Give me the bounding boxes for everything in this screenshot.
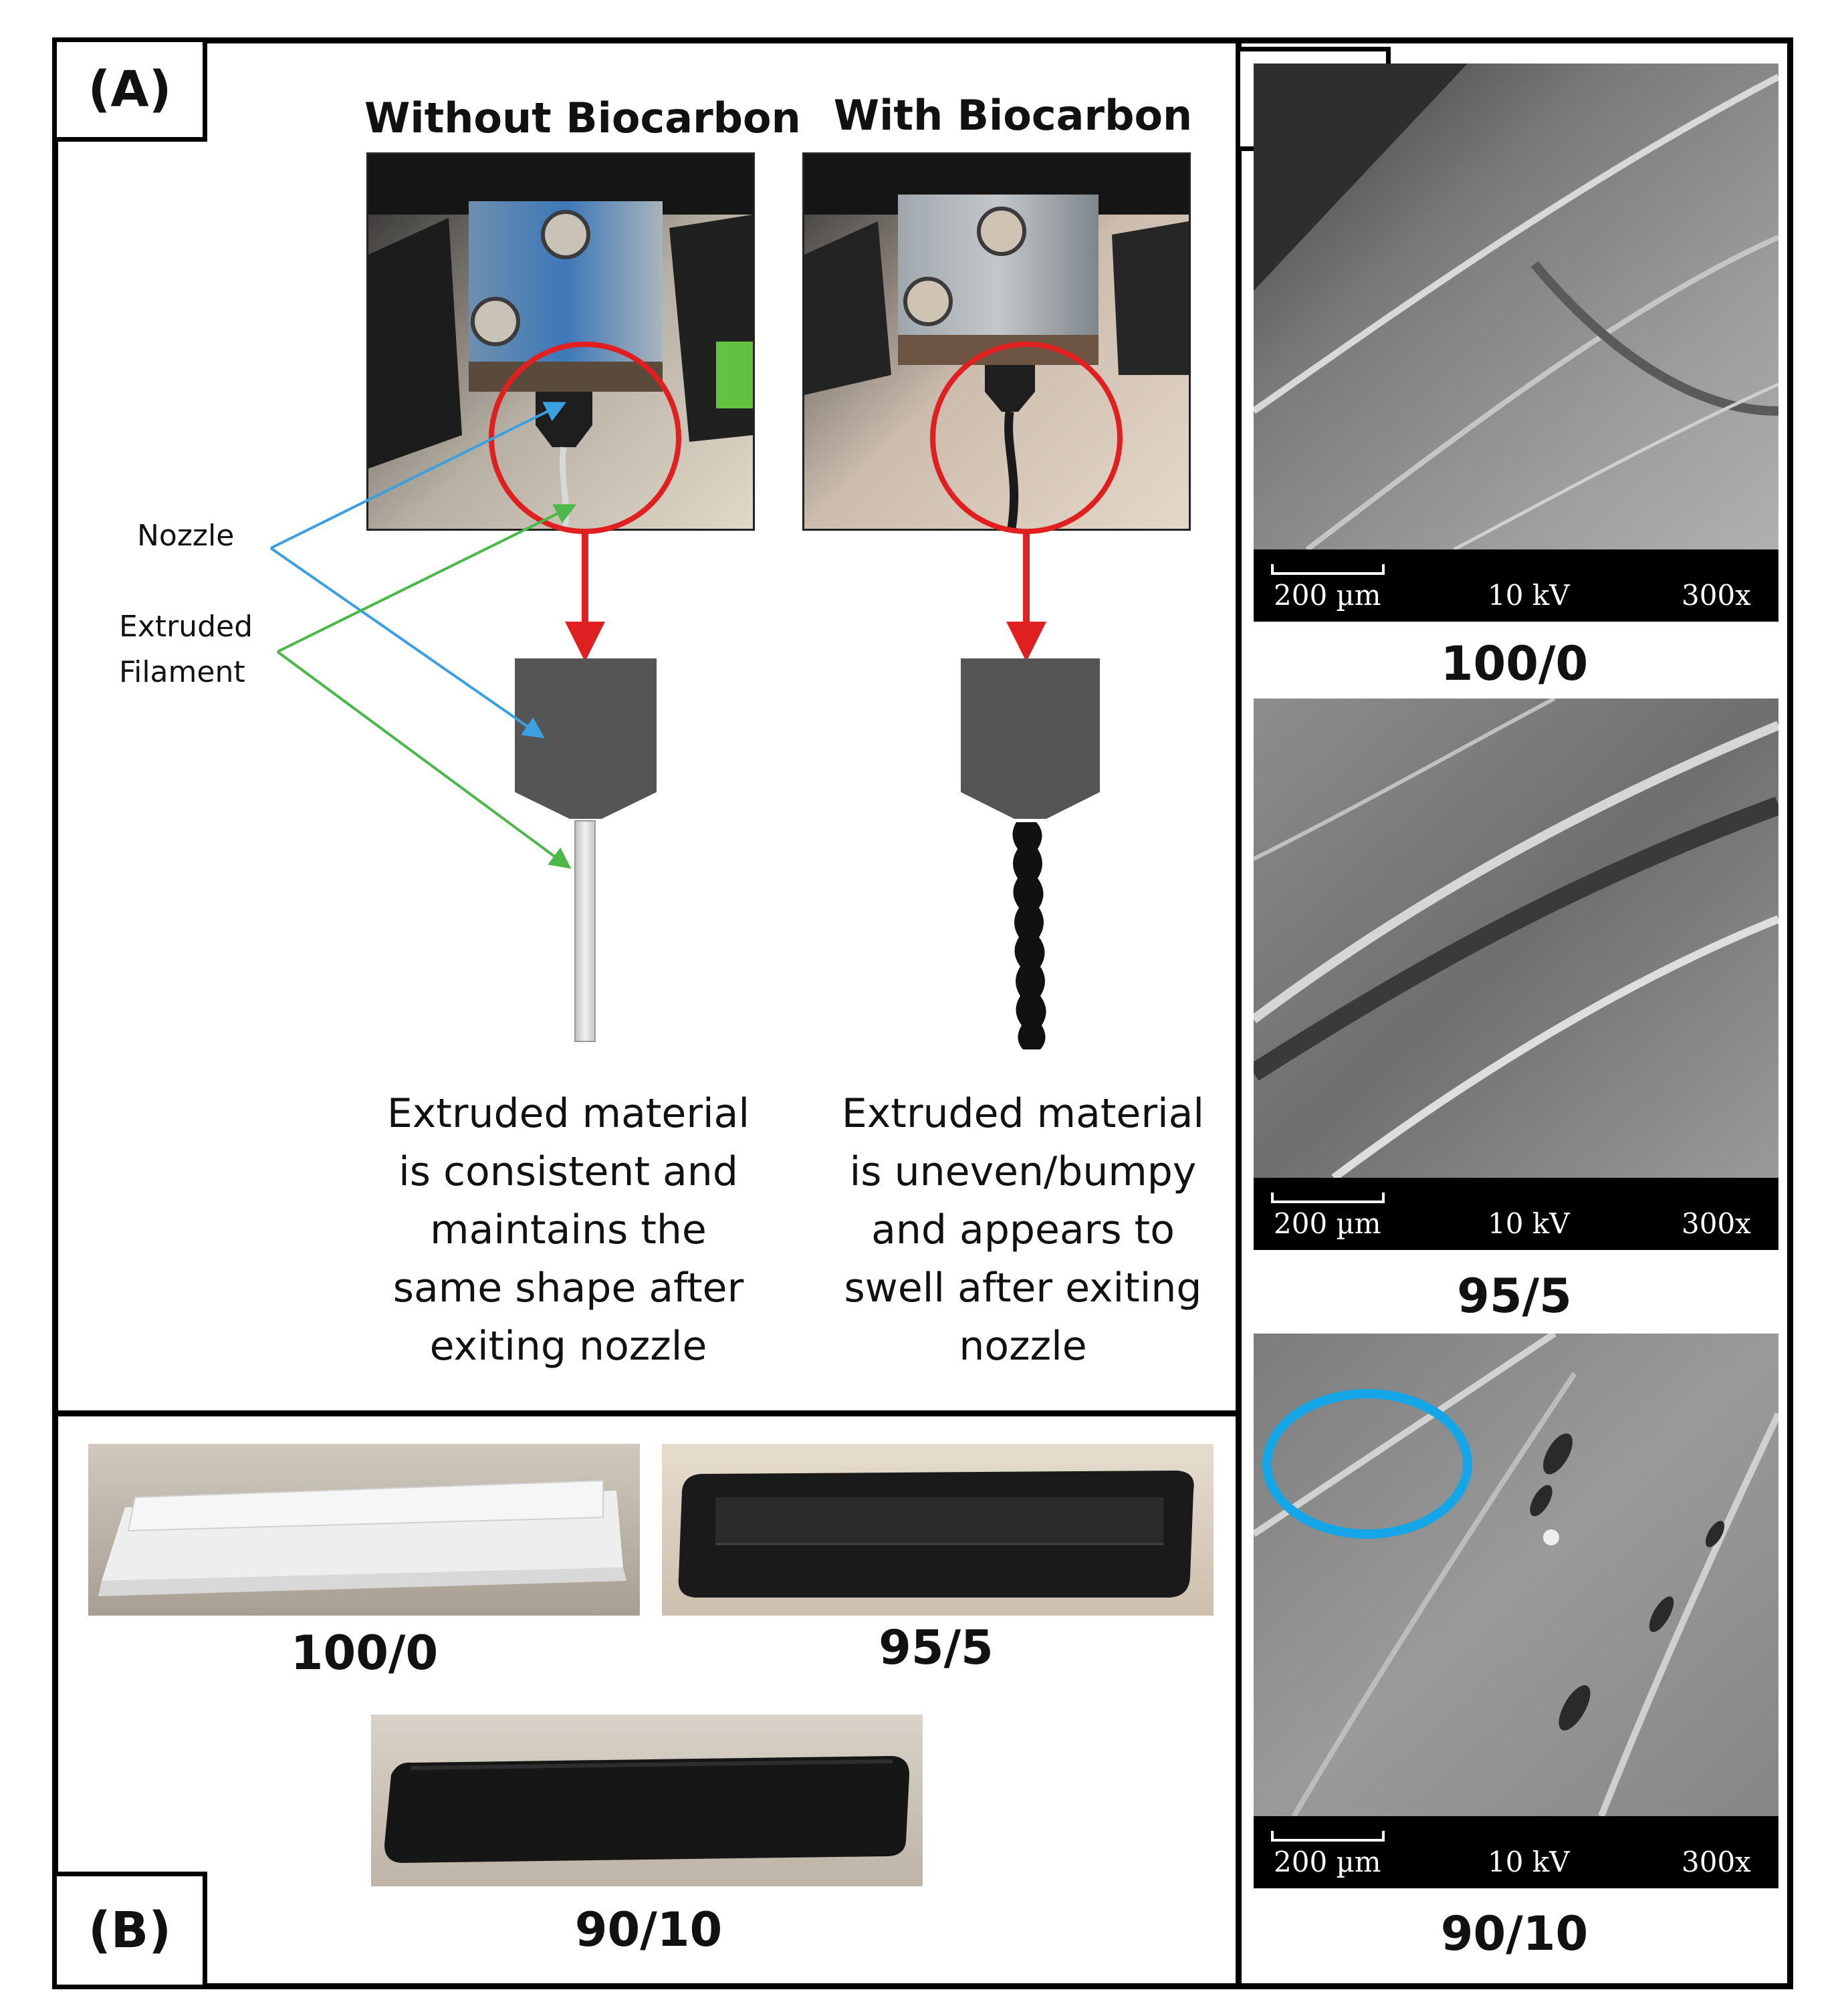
- sem-magnification-label: 300x: [1682, 1846, 1751, 1878]
- sem-image-100-0: 200 µm 10 kV 300x: [1254, 64, 1778, 622]
- sem-info-bar-95-5: 200 µm 10 kV 300x: [1254, 1178, 1778, 1250]
- sem-info-bar-90-10: 200 µm 10 kV 300x: [1254, 1816, 1778, 1888]
- panel-b-label: (B): [52, 1872, 207, 1989]
- panel-a-annotation-layer: [269, 342, 1123, 1049]
- photo-nozzle-without-biocarbon: [366, 152, 755, 531]
- panel-divider-vertical: [1236, 37, 1242, 1989]
- callout-extruded-line1: Extruded: [119, 610, 253, 644]
- heading-without-biocarbon: Without Biocarbon: [364, 94, 801, 142]
- photo-nozzle-with-biocarbon: [802, 152, 1191, 531]
- scale-bar: [1271, 1192, 1385, 1203]
- scale-bar: [1271, 1831, 1385, 1842]
- highlight-circle-without: [489, 342, 681, 534]
- sem-voltage-label: 10 kV: [1488, 1846, 1570, 1878]
- sem-scale-label: 200 µm: [1274, 579, 1381, 612]
- panel-a-label: (A): [52, 37, 207, 142]
- sample-label-100-0: 100/0: [290, 1626, 439, 1680]
- schematic-filament-bumpy: [1012, 822, 1046, 1049]
- sem-magnification-label: 300x: [1682, 579, 1751, 612]
- panel-divider-horizontal: [52, 1410, 1239, 1416]
- arrow-filament-to-photo: [277, 504, 577, 653]
- sem-image-95-5: 200 µm 10 kV 300x: [1254, 699, 1778, 1250]
- sem-highlight-ellipse: [1262, 1389, 1472, 1539]
- sem-ratio-label-95-5: 95/5: [1457, 1269, 1572, 1324]
- sample-label-90-10: 90/10: [574, 1902, 723, 1957]
- sem-scale-label: 200 µm: [1274, 1207, 1381, 1240]
- sem-ratio-label-90-10: 90/10: [1440, 1906, 1589, 1961]
- sem-magnification-label: 300x: [1682, 1207, 1751, 1240]
- highlight-circle-with: [930, 342, 1123, 534]
- sem-voltage-label: 10 kV: [1488, 1207, 1570, 1240]
- sem-image-90-10: 200 µm 10 kV 300x: [1254, 1334, 1778, 1888]
- sem-scale-label: 200 µm: [1274, 1846, 1381, 1878]
- callout-extruded-line2: Filament: [119, 655, 245, 689]
- schematic-nozzle-with: [961, 658, 1100, 819]
- schematic-nozzle-without: [515, 658, 657, 819]
- sem-voltage-label: 10 kV: [1488, 579, 1570, 612]
- callout-nozzle: Nozzle: [137, 519, 235, 553]
- arrow-nozzle-to-schematic: [269, 547, 545, 739]
- arrow-nozzle-to-photo: [270, 402, 567, 549]
- sample-photo-95-5: [662, 1444, 1214, 1616]
- description-with-biocarbon: Extruded material is uneven/bumpy and ap…: [841, 1090, 1205, 1370]
- sample-label-95-5: 95/5: [879, 1620, 994, 1675]
- arrow-filament-to-schematic: [276, 650, 572, 869]
- sample-photo-100-0: [88, 1444, 640, 1616]
- description-without-biocarbon: Extruded material is consistent and main…: [386, 1090, 750, 1370]
- figure-frame: [52, 37, 1793, 1989]
- sem-ratio-label-100-0: 100/0: [1440, 636, 1589, 691]
- schematic-filament-smooth: [574, 820, 596, 1042]
- sem-info-bar-100-0: 200 µm 10 kV 300x: [1254, 549, 1778, 622]
- sample-photo-90-10: [371, 1715, 923, 1886]
- scale-bar: [1271, 564, 1385, 575]
- heading-with-biocarbon: With Biocarbon: [833, 91, 1193, 140]
